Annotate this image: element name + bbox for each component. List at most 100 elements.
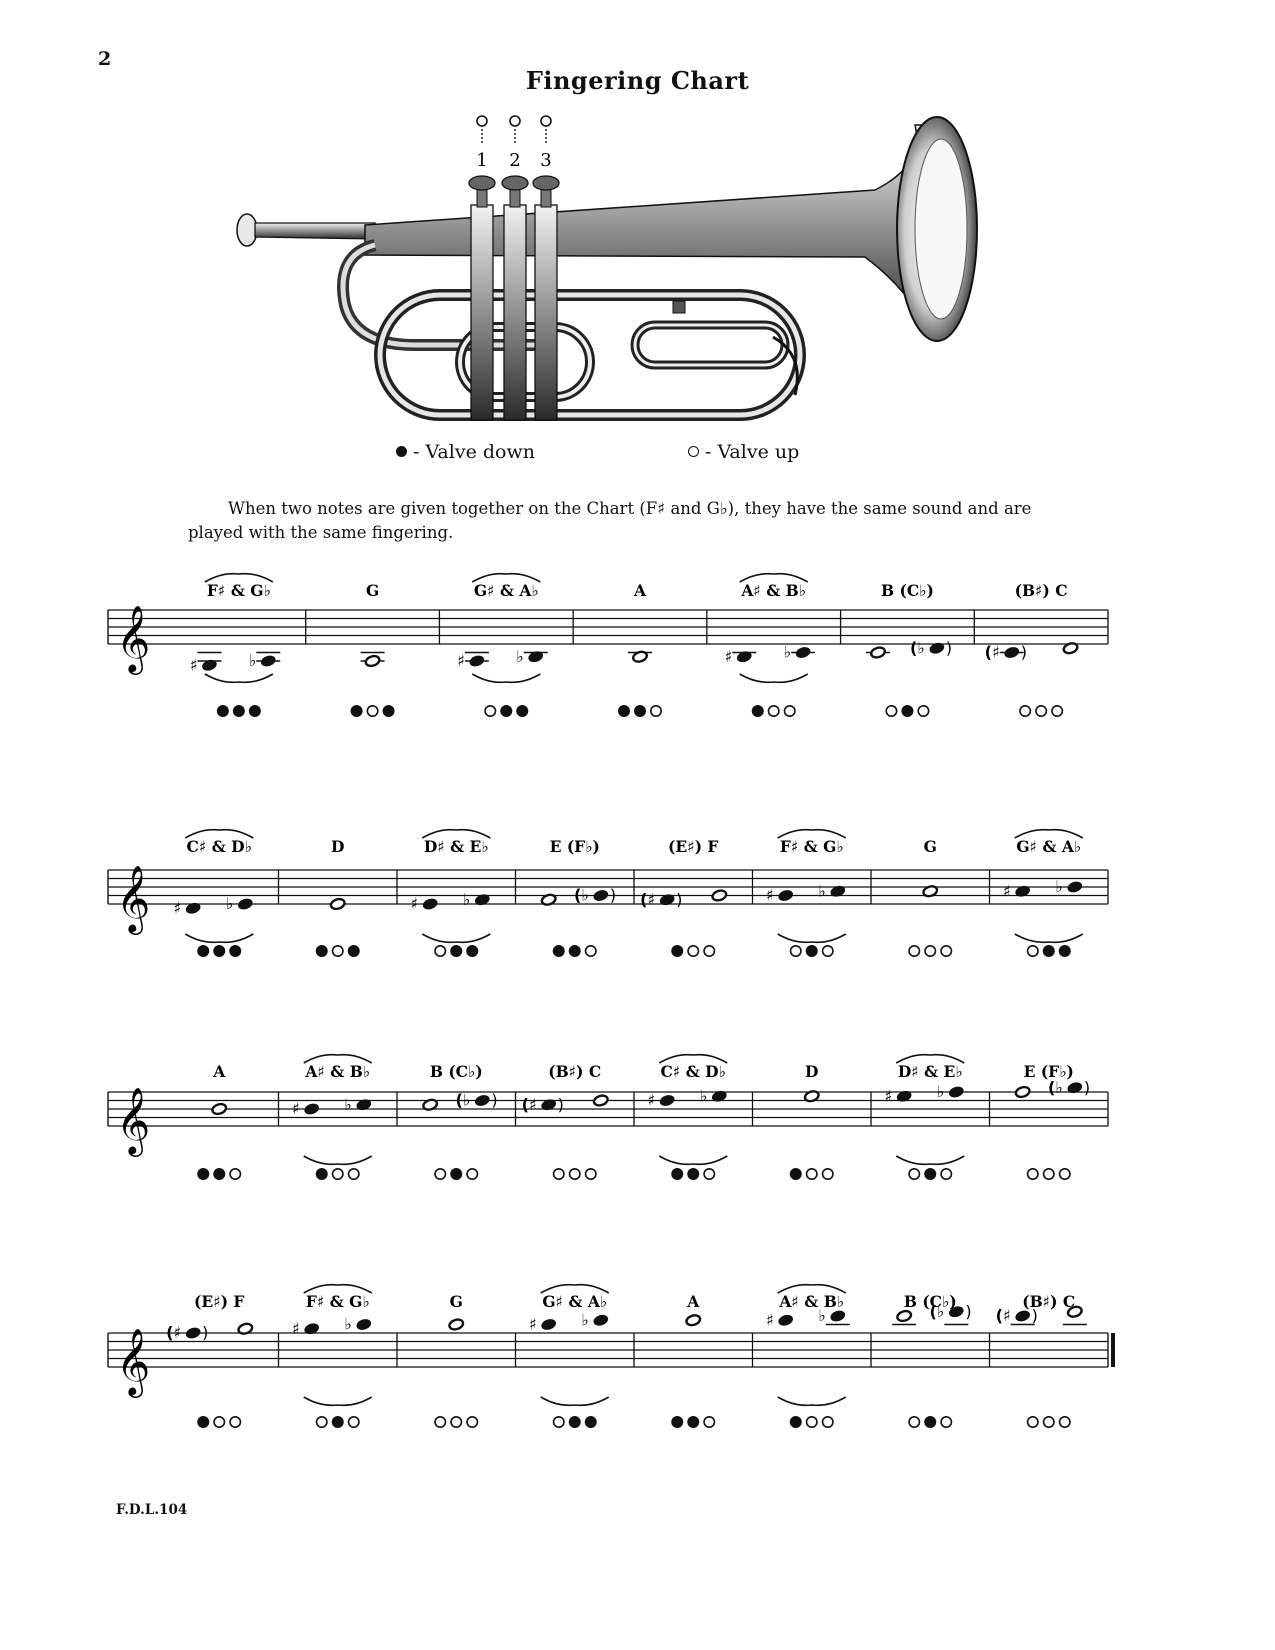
valve-down-dot xyxy=(466,944,479,957)
valve-fingering xyxy=(908,1168,953,1181)
measure: D xyxy=(789,1062,872,1181)
valve-up-dot xyxy=(908,1168,921,1181)
accidental-sign: ♯ xyxy=(292,1099,300,1118)
whole-note xyxy=(211,1102,228,1116)
valve-down-dot xyxy=(450,1168,463,1181)
note-head xyxy=(541,1099,556,1111)
note-name-label: (E♯) F xyxy=(194,1292,244,1311)
valve-down-dot xyxy=(789,1168,802,1181)
accidental-sign: ♯ xyxy=(190,655,198,674)
measure: G♯ & A♭♯♭ xyxy=(529,1283,635,1429)
valve-up-dot xyxy=(1019,704,1032,717)
note-head xyxy=(202,659,217,671)
valve-down-dot xyxy=(500,704,513,717)
note-head xyxy=(1015,1310,1030,1322)
measure: F♯ & G♭♯♭ xyxy=(292,1283,398,1429)
treble-clef-icon: 𝄞 xyxy=(116,604,150,675)
note-head xyxy=(1015,885,1030,897)
whole-note xyxy=(803,1090,820,1103)
note-name-label: (B♯) C xyxy=(548,1062,601,1081)
valve-up-dot xyxy=(466,1168,479,1181)
valve-up-dot xyxy=(767,704,780,717)
page-number: 2 xyxy=(98,48,112,70)
note-head xyxy=(1004,647,1020,658)
valve-up-dot xyxy=(1042,1168,1055,1181)
measure: G xyxy=(434,1292,517,1429)
valve-up-dot xyxy=(940,944,953,957)
measure: A xyxy=(671,1292,754,1429)
valve-up-dot xyxy=(1051,704,1064,717)
measure: (B♯) C(♯) xyxy=(996,1292,1115,1429)
enharmonic-brace-bottom xyxy=(777,1396,847,1407)
intro-paragraph: When two notes are given together on the… xyxy=(188,498,1032,542)
valve-up-dot xyxy=(821,1416,834,1429)
valve-up-dot xyxy=(649,704,662,717)
valve-down-dot xyxy=(617,704,630,717)
valve-down-dot xyxy=(671,1168,684,1181)
valve-up-dot xyxy=(213,1416,226,1429)
valve-up-dot xyxy=(331,944,344,957)
paren-close: ) xyxy=(1084,1078,1090,1097)
whole-note xyxy=(422,1098,439,1111)
measure: A♯ & B♭♯♭ xyxy=(725,572,842,717)
accidental-sign: ♯ xyxy=(766,1310,774,1329)
valve-up-dot xyxy=(1058,1168,1071,1181)
valve-down-dot xyxy=(347,944,360,957)
valve-down-dot xyxy=(687,1416,700,1429)
valve-up-dot xyxy=(434,944,447,957)
valve-up-dot xyxy=(552,1168,565,1181)
valve-up-dot xyxy=(885,704,898,717)
note-head xyxy=(778,890,793,901)
whole-note xyxy=(896,1309,913,1323)
valve-fingering xyxy=(552,1416,597,1429)
valve-down-dot xyxy=(924,1416,937,1429)
valve-down-dot xyxy=(315,1168,328,1181)
note-name-label: G xyxy=(450,1292,463,1311)
measure: F♯ & G♭♯♭ xyxy=(190,572,307,717)
measure: B (C♭)(♭) xyxy=(422,1062,517,1181)
note-head xyxy=(795,647,811,658)
valve-fingering xyxy=(908,944,953,957)
enharmonic-brace-bottom xyxy=(777,933,847,944)
valve-up-dot xyxy=(940,1168,953,1181)
enharmonic-brace-bottom xyxy=(303,1396,373,1407)
valve-down-dot xyxy=(924,1168,937,1181)
accidental-sign: ♯ xyxy=(529,1315,537,1334)
whole-note xyxy=(711,889,728,902)
note-name-label: A xyxy=(686,1292,700,1311)
valve-up-dot xyxy=(917,704,930,717)
accidental-sign: ♭ xyxy=(700,1086,708,1105)
whole-note xyxy=(1066,1305,1083,1318)
valve-down-dot xyxy=(552,944,565,957)
measure: A xyxy=(617,581,708,717)
valve-up-dot xyxy=(484,704,497,717)
measure: G xyxy=(908,837,991,957)
valve-up-dot xyxy=(703,1416,716,1429)
note-name-label: G xyxy=(924,837,937,856)
valve-fingering xyxy=(216,704,261,717)
enharmonic-brace-bottom xyxy=(421,933,491,944)
enharmonic-brace-top xyxy=(739,572,809,583)
whole-note xyxy=(448,1318,465,1331)
valve-down-dot xyxy=(516,704,529,717)
note-head xyxy=(830,1310,846,1322)
accidental-sign: (♯ xyxy=(166,1323,181,1342)
paren-close: ) xyxy=(558,1095,564,1114)
valve-up-dot xyxy=(1058,1416,1071,1429)
whole-note xyxy=(1014,1085,1031,1099)
note-name-label: (B♯) C xyxy=(1022,1292,1075,1311)
paren-close: ) xyxy=(946,638,952,657)
valve-up-dot xyxy=(940,1416,953,1429)
measure: (B♯) C(♯) xyxy=(522,1062,635,1181)
whole-note xyxy=(631,650,649,663)
valve-down-dot xyxy=(382,704,395,717)
paren-close: ) xyxy=(676,890,682,909)
accidental-sign: ♭ xyxy=(937,1082,945,1101)
valve-fingering xyxy=(908,1416,953,1429)
enharmonic-brace-bottom xyxy=(739,673,809,684)
valve-fingering xyxy=(552,944,597,957)
note-head xyxy=(896,1090,912,1102)
footer-code: F.D.L.104 xyxy=(116,1502,188,1518)
note-name-label: F♯ & G♭ xyxy=(306,1292,370,1311)
